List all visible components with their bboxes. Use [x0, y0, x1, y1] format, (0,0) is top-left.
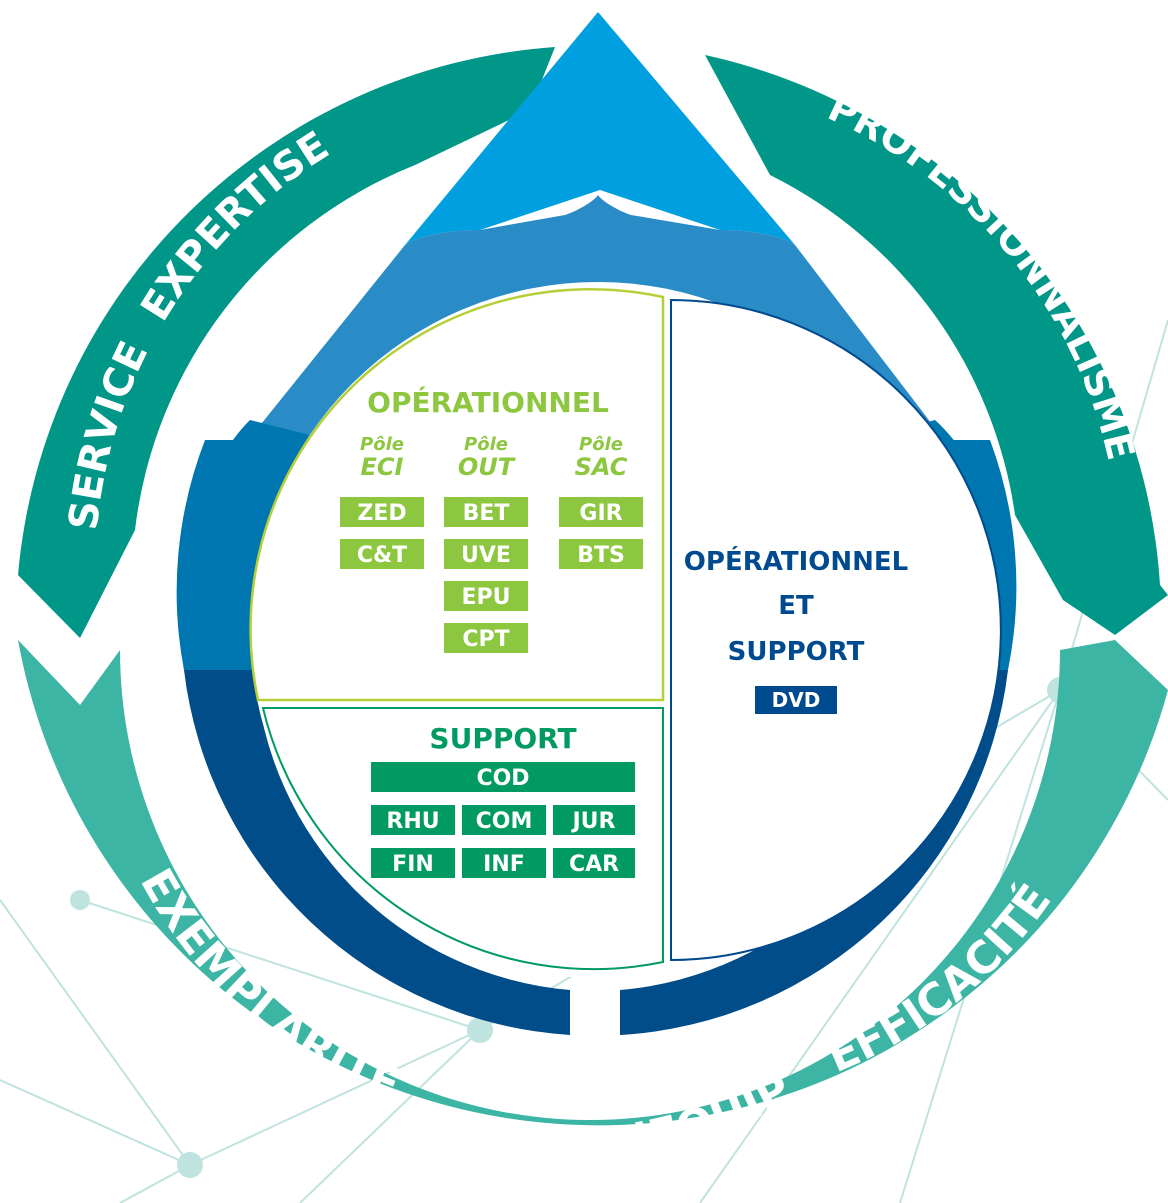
drop-ring-lower-left — [184, 670, 570, 1035]
network-nodes — [70, 677, 1073, 1178]
badge-ct-label: C&T — [357, 543, 407, 568]
upper-right-values-arc — [705, 55, 1168, 635]
badge-gir-label: GIR — [579, 501, 622, 526]
operationnel-support-half — [670, 298, 1002, 962]
badge-cpt-label: CPT — [462, 627, 509, 652]
pole-out-name: OUT — [458, 453, 516, 481]
op-support-line2: ET — [778, 591, 814, 621]
support-title: SUPPORT — [429, 722, 576, 755]
badge-bet-label: BET — [463, 501, 510, 526]
op-support-line1: OPÉRATIONNEL — [684, 545, 908, 577]
pole-out: Pôle OUT BET UVE EPU CPT — [444, 434, 528, 653]
badge-ct — [340, 539, 424, 569]
pole-sac-name: SAC — [575, 453, 628, 481]
badge-fin-label: FIN — [392, 852, 434, 877]
pole-eci-prefix: Pôle — [360, 434, 404, 455]
operationnel-quadrant — [249, 287, 665, 702]
badge-jur-label: JUR — [571, 809, 616, 834]
operationnel-section: OPÉRATIONNEL Pôle ECI ZED C&T Pôle OUT B… — [340, 385, 643, 653]
badge-bts — [559, 539, 643, 569]
badge-epu — [444, 581, 528, 611]
badge-fin — [371, 848, 455, 878]
badge-bts-label: BTS — [577, 543, 625, 568]
pole-eci-name: ECI — [361, 453, 404, 481]
pole-out-prefix: Pôle — [464, 434, 508, 455]
badge-gir — [559, 497, 643, 527]
badge-cod-label: COD — [476, 766, 529, 791]
badge-bet — [444, 497, 528, 527]
badge-zed — [340, 497, 424, 527]
badge-cod — [371, 762, 635, 792]
badge-rhu — [371, 805, 455, 835]
badge-inf-label: INF — [483, 852, 525, 877]
badge-com — [462, 805, 546, 835]
badge-cpt — [444, 623, 528, 653]
badge-uve-label: UVE — [461, 543, 511, 568]
operationnel-support-section: OPÉRATIONNEL ET SUPPORT DVD — [684, 545, 908, 714]
pole-sac-prefix: Pôle — [579, 434, 623, 455]
badge-dvd — [755, 686, 837, 714]
badge-zed-label: ZED — [357, 501, 406, 526]
badge-car-label: CAR — [569, 852, 619, 877]
badge-dvd-label: DVD — [772, 688, 821, 712]
support-section: SUPPORT COD RHU COM JUR FIN INF CAR — [371, 722, 635, 878]
badge-com-label: COM — [476, 809, 533, 834]
upper-left-values-arc — [18, 47, 555, 638]
badge-car — [553, 848, 635, 878]
badge-epu-label: EPU — [461, 585, 510, 610]
badge-rhu-label: RHU — [386, 809, 439, 834]
badge-jur — [553, 805, 635, 835]
value-exemplarite: EXEMPLARITÉ — [130, 860, 408, 1111]
pole-eci: Pôle ECI ZED C&T — [340, 434, 424, 569]
badge-inf — [462, 848, 546, 878]
badge-uve — [444, 539, 528, 569]
pole-sac: Pôle SAC GIR BTS — [559, 434, 643, 569]
operationnel-title: OPÉRATIONNEL — [367, 385, 609, 419]
op-support-line3: SUPPORT — [728, 637, 865, 667]
drop-tip-top — [405, 12, 795, 245]
